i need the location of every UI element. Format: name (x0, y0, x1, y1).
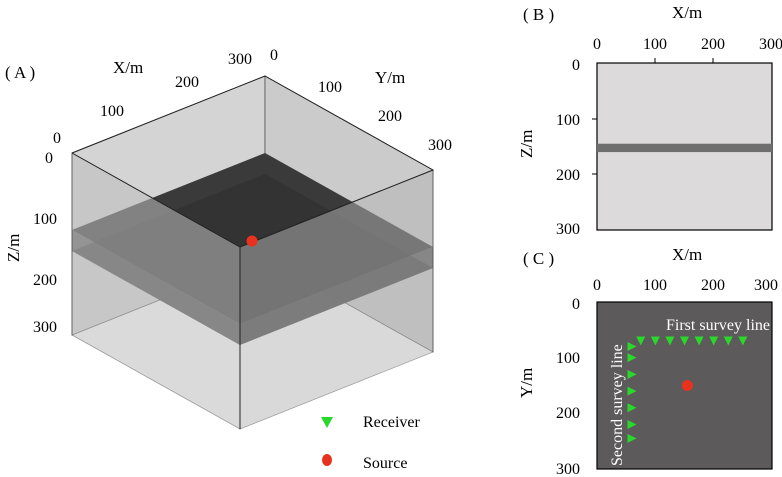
panel-a-z-tick-200: 200 (33, 272, 57, 289)
panel-a-z-tick-100: 100 (33, 211, 57, 228)
second-line-receiver (627, 419, 637, 429)
panel-b-layer-band (597, 143, 772, 153)
panel-c-y-tick-0: 0 (572, 296, 580, 313)
panel-a-x-tick-0: 0 (53, 130, 61, 147)
first-line-receiver (694, 336, 704, 346)
panel-a-y-tick-300: 300 (428, 137, 452, 154)
first-line-receiver (738, 336, 748, 346)
panel-c-y-label: Y/m (517, 368, 536, 398)
panel-c-x-ticks: 0 100 200 300 (593, 277, 778, 294)
panel-a-z-axis: Z/m 0 100 200 300 (4, 150, 57, 336)
first-line-receiver (723, 336, 733, 346)
panel-a-x-label: X/m (113, 58, 143, 77)
panel-c-label: ( C ) (523, 249, 554, 268)
first-survey-line-label: First survey line (666, 317, 770, 334)
panel-a-x-tick-100: 100 (100, 103, 124, 120)
legend-source-icon (322, 454, 332, 466)
panel-b-x-tick-200: 200 (701, 36, 725, 53)
panel-b-z-tick-0: 0 (572, 57, 580, 74)
panel-c-y-ticks: 0 100 200 300 (556, 296, 580, 477)
second-line-receiver (627, 403, 637, 413)
first-line-receiver (636, 336, 646, 346)
panel-c-receivers (627, 336, 748, 443)
panel-c-source-marker (681, 380, 693, 391)
legend-receiver-icon (321, 417, 333, 428)
second-survey-line-label: Second survey line (609, 344, 626, 466)
panel-c-y-tick-100: 100 (556, 350, 580, 367)
second-line-receiver (627, 353, 637, 363)
second-line-receiver (627, 342, 637, 352)
block-top-edges (71, 75, 435, 248)
second-line-receiver (627, 433, 637, 443)
panel-a-y-axis: Y/m 0 100 200 300 (270, 47, 452, 154)
panel-c-y-tick-200: 200 (556, 405, 580, 422)
panel-a-label: ( A ) (5, 63, 35, 82)
panel-a-y-tick-0: 0 (270, 47, 278, 64)
first-line-receiver (709, 336, 719, 346)
panel-a-x-tick-200: 200 (175, 74, 199, 91)
first-line-receiver (680, 336, 689, 346)
panel-b-x-label: X/m (672, 3, 702, 22)
second-line-receiver (627, 386, 637, 396)
panel-a-y-tick-200: 200 (378, 108, 402, 125)
legend-source-label: Source (363, 455, 407, 472)
panel-b-z-label: Z/m (517, 130, 536, 158)
panel-a-x-tick-300: 300 (228, 51, 252, 68)
panel-b-x-tick-300: 300 (759, 36, 782, 53)
panel-a-source-marker (246, 235, 258, 247)
panel-c-x-label: X/m (672, 245, 702, 264)
panel-b-z-ticks: 0 100 200 300 (556, 57, 597, 238)
panel-c-x-tick-200: 200 (701, 277, 725, 294)
panel-a-z-tick-0: 0 (45, 150, 53, 167)
panel-c-y-tick-300: 300 (556, 461, 580, 477)
panel-b-z-tick-100: 100 (556, 112, 580, 129)
panel-b-x-tick-0: 0 (593, 36, 601, 53)
legend: Receiver Source (321, 414, 421, 472)
panel-b: ( B ) X/m 0 100 200 300 0 100 200 300 Z/… (517, 3, 782, 238)
first-line-receiver (650, 336, 660, 346)
panel-b-x-tick-100: 100 (643, 36, 667, 53)
panel-c: ( C ) X/m 0 100 200 300 0 100 200 300 Y/… (517, 245, 778, 477)
panel-a-y-label: Y/m (375, 68, 405, 87)
panel-a-x-axis: X/m 0 100 200 300 (53, 51, 252, 147)
second-line-receiver (627, 369, 637, 379)
panel-c-x-tick-0: 0 (593, 277, 601, 294)
panel-b-z-tick-300: 300 (556, 221, 580, 238)
panel-b-z-tick-200: 200 (556, 167, 580, 184)
panel-a-z-tick-300: 300 (33, 319, 57, 336)
panel-b-label: ( B ) (523, 5, 554, 24)
first-line-receiver (665, 336, 675, 346)
legend-receiver-label: Receiver (363, 414, 421, 431)
panel-b-x-ticks: 0 100 200 300 (593, 36, 782, 63)
panel-c-x-tick-100: 100 (643, 277, 667, 294)
panel-a-z-label: Z/m (4, 234, 23, 262)
panel-c-x-tick-300: 300 (754, 277, 778, 294)
panel-a: ( A ) X/m 0 100 200 300 Y/m 0 100 (4, 47, 452, 430)
panel-a-y-tick-100: 100 (318, 79, 342, 96)
